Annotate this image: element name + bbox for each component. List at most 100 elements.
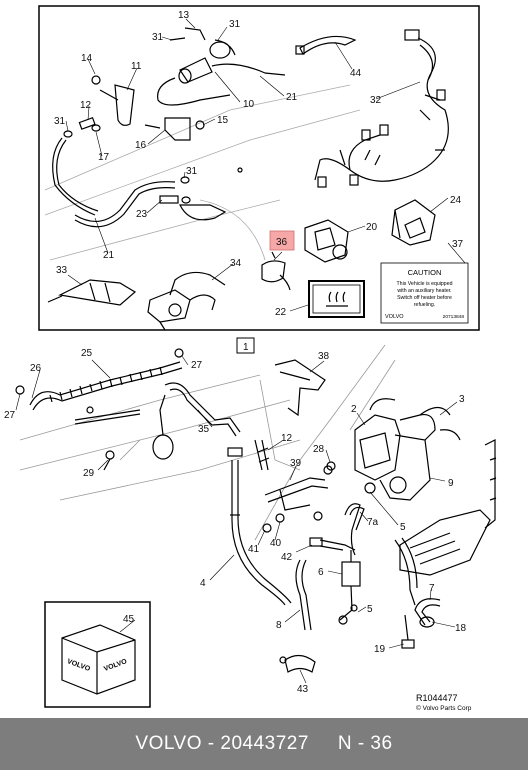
hose-7-clamp-18 (401, 598, 441, 649)
callout-5-a: 5 (400, 522, 406, 533)
leader-lines-top (65, 18, 466, 312)
footer-bar: VOLVO - 20443727 N - 36 (0, 718, 528, 770)
callout-19: 19 (374, 644, 386, 655)
callout-21-b: 21 (103, 250, 115, 261)
callout-36-highlight (269, 230, 295, 251)
callout-7: 7 (429, 583, 435, 594)
engine-bay-outline (44, 84, 361, 261)
callout-31-d: 31 (186, 166, 198, 177)
callout-42: 42 (281, 552, 293, 563)
callout-23: 23 (136, 209, 148, 220)
callout-21-a: 21 (286, 92, 298, 103)
fuel-pump-assembly (157, 27, 286, 106)
callout-16: 16 (135, 140, 147, 151)
callout-27-a: 27 (191, 360, 203, 371)
callout-31-c: 31 (54, 116, 66, 127)
footer-brand: VOLVO (135, 733, 202, 754)
callout-35: 35 (198, 424, 210, 435)
callout-3: 3 (459, 394, 465, 405)
coolant-hose-35 (152, 382, 241, 460)
callout-7a: 7a (367, 517, 379, 528)
connector-33 (47, 279, 137, 306)
callout-25: 25 (81, 348, 93, 359)
callout-38: 38 (318, 351, 330, 362)
callout-31-a: 31 (152, 32, 164, 43)
callout-34: 34 (230, 258, 242, 269)
caution-label-37: CAUTION This Vehicle is equipped with an… (380, 262, 469, 324)
footer-part-number: 20443727 (220, 733, 309, 754)
hose-clamp-43 (279, 654, 316, 673)
caution-brand: VOLVO (385, 314, 404, 320)
heater-block-2-3-9 (354, 398, 461, 501)
caution-line-4: refueling. (414, 302, 435, 308)
wiring-harness-32 (314, 29, 449, 188)
callout-33: 33 (56, 265, 68, 276)
footer-gap (309, 733, 338, 755)
callout-39: 39 (290, 458, 302, 469)
callout-9: 9 (448, 478, 454, 489)
callout-2: 2 (351, 404, 357, 415)
callout-31-b: 31 (229, 19, 241, 30)
callout-27-b: 27 (4, 410, 16, 421)
heater-unit-34 (147, 271, 226, 331)
fuel-hose-21 (74, 176, 227, 228)
inset-panel-frame (38, 5, 480, 331)
callout-5-b: 5 (367, 604, 373, 615)
callout-12-b: 12 (281, 433, 293, 444)
heater-mounting-bracket (399, 439, 497, 576)
callout-43: 43 (297, 684, 309, 695)
callout-14: 14 (81, 53, 93, 64)
vehicle-body-outline (19, 344, 396, 541)
parts-diagram: CAUTION This Vehicle is equipped with an… (4, 5, 497, 712)
callout-20: 20 (366, 222, 378, 233)
callout-24: 24 (450, 195, 462, 206)
callout-40: 40 (270, 538, 282, 549)
callout-13: 13 (178, 10, 190, 21)
callout-26: 26 (30, 363, 42, 374)
callout-28: 28 (313, 444, 325, 455)
footer-page: N - 36 (337, 733, 393, 754)
callout-1: 1 (243, 342, 249, 353)
callout-32: 32 (370, 95, 382, 106)
reference-code: R1044477 (416, 693, 458, 703)
callout-17: 17 (98, 152, 110, 163)
callout-18: 18 (455, 623, 467, 634)
mounting-bracket-16 (144, 117, 243, 173)
callout-10: 10 (243, 99, 255, 110)
bracket-38 (274, 359, 326, 417)
footer-separator: - (201, 733, 221, 754)
callout-22: 22 (275, 307, 287, 318)
callout-29: 29 (83, 468, 95, 479)
callout-11: 11 (131, 61, 142, 72)
callout-1-box (236, 337, 255, 354)
callout-15: 15 (217, 115, 229, 126)
bracket-assembly (91, 75, 135, 126)
caution-line-3: Switch off heater before (397, 295, 452, 301)
temperature-sensor-36 (261, 251, 291, 291)
connector-hoses-12-39 (254, 439, 333, 521)
callout-37: 37 (452, 239, 464, 250)
callout-6: 6 (318, 567, 324, 578)
callout-4: 4 (200, 578, 206, 589)
corrugated-hose-25 (15, 348, 184, 425)
callout-12-a: 12 (80, 100, 92, 111)
callout-8: 8 (276, 620, 282, 631)
heater-label-22 (308, 280, 365, 318)
callout-41: 41 (248, 544, 260, 555)
hose-8 (295, 559, 312, 631)
cable-tie-44 (295, 35, 357, 55)
leader-lines-lower (15, 355, 458, 684)
hose-4 (227, 447, 292, 606)
caution-line-1: This Vehicle is equipped (397, 281, 453, 287)
callout-36: 36 (276, 237, 288, 248)
caution-line-2: with an auxiliary heater. (397, 288, 451, 294)
caution-code: 20713848 (443, 314, 465, 320)
hose-clamp-17 (52, 117, 101, 216)
relay-block-24 (391, 199, 436, 246)
oil-box-45: VOLVO VOLVO (44, 601, 151, 708)
copyright-text: © Volvo Parts Corp (416, 704, 472, 712)
callout-45: 45 (123, 614, 135, 625)
switch-20 (304, 219, 349, 263)
caution-title: CAUTION (408, 268, 442, 277)
callout-44: 44 (350, 68, 362, 79)
